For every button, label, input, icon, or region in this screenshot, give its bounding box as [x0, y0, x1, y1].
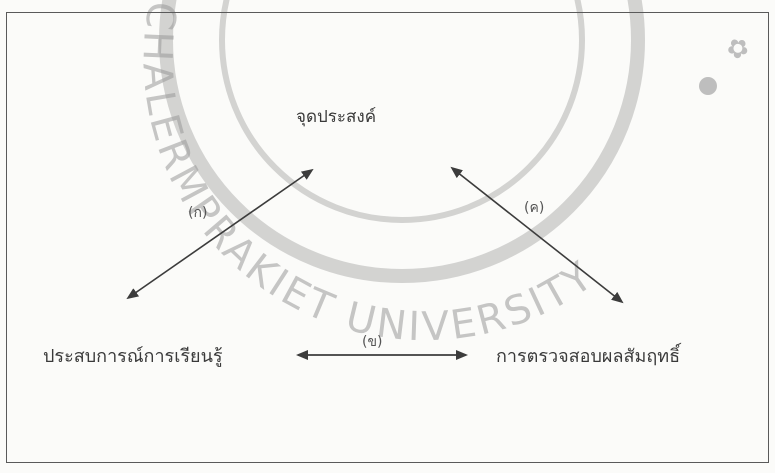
arrow-goal-evaluation: [450, 166, 624, 304]
node-learning-experience: ประสบการณ์การเรียนรู้: [43, 346, 223, 367]
node-evaluation: การตรวจสอบผลสัมฤทธิ์: [496, 346, 681, 367]
edge-label-a: (ก): [188, 205, 208, 221]
edge-label-c: (ค): [524, 200, 545, 216]
node-goal: จุดประสงค์: [296, 107, 377, 127]
edge-label-b: (ข): [362, 334, 383, 350]
arrow-goal-experience: [126, 168, 314, 300]
diagram-frame: [6, 12, 769, 463]
